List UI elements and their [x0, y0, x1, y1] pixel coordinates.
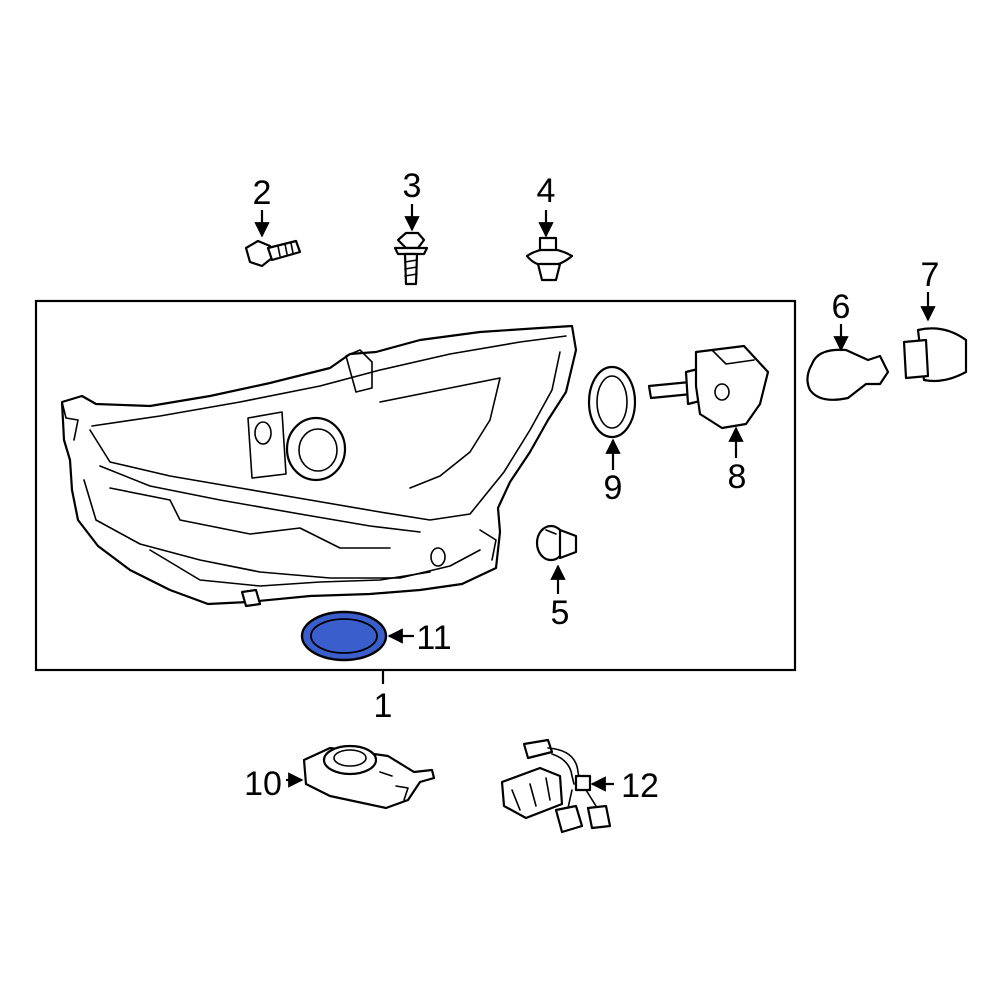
callout-11: 11 — [416, 619, 451, 657]
callout-8: 8 — [728, 458, 747, 496]
callout-7: 7 — [921, 256, 940, 294]
callout-6: 6 — [832, 288, 851, 326]
part-4-clip[interactable] — [525, 236, 574, 282]
callout-3: 3 — [403, 167, 422, 205]
part-10-control-module[interactable] — [302, 744, 436, 810]
callout-5: 5 — [551, 594, 570, 632]
callout-9: 9 — [604, 469, 623, 507]
part-2-bolt[interactable] — [244, 239, 302, 268]
part-1-headlamp-assembly[interactable] — [60, 324, 578, 608]
callout-2: 2 — [253, 174, 272, 212]
part-9-o-ring[interactable] — [587, 365, 637, 439]
part-5-clip[interactable] — [535, 524, 578, 562]
part-8-socket-bulb[interactable] — [647, 344, 770, 430]
part-6-bulb[interactable] — [806, 348, 890, 401]
part-7-socket[interactable] — [902, 327, 968, 383]
part-11-seal[interactable] — [300, 610, 388, 662]
part-12-wiring-harness[interactable] — [500, 738, 612, 834]
assembly-frame — [34, 299, 797, 672]
callout-4: 4 — [537, 172, 556, 210]
callout-10: 10 — [244, 765, 282, 803]
callout-1: 1 — [374, 687, 393, 725]
callout-12: 12 — [621, 767, 659, 805]
part-3-bolt[interactable] — [393, 231, 429, 286]
